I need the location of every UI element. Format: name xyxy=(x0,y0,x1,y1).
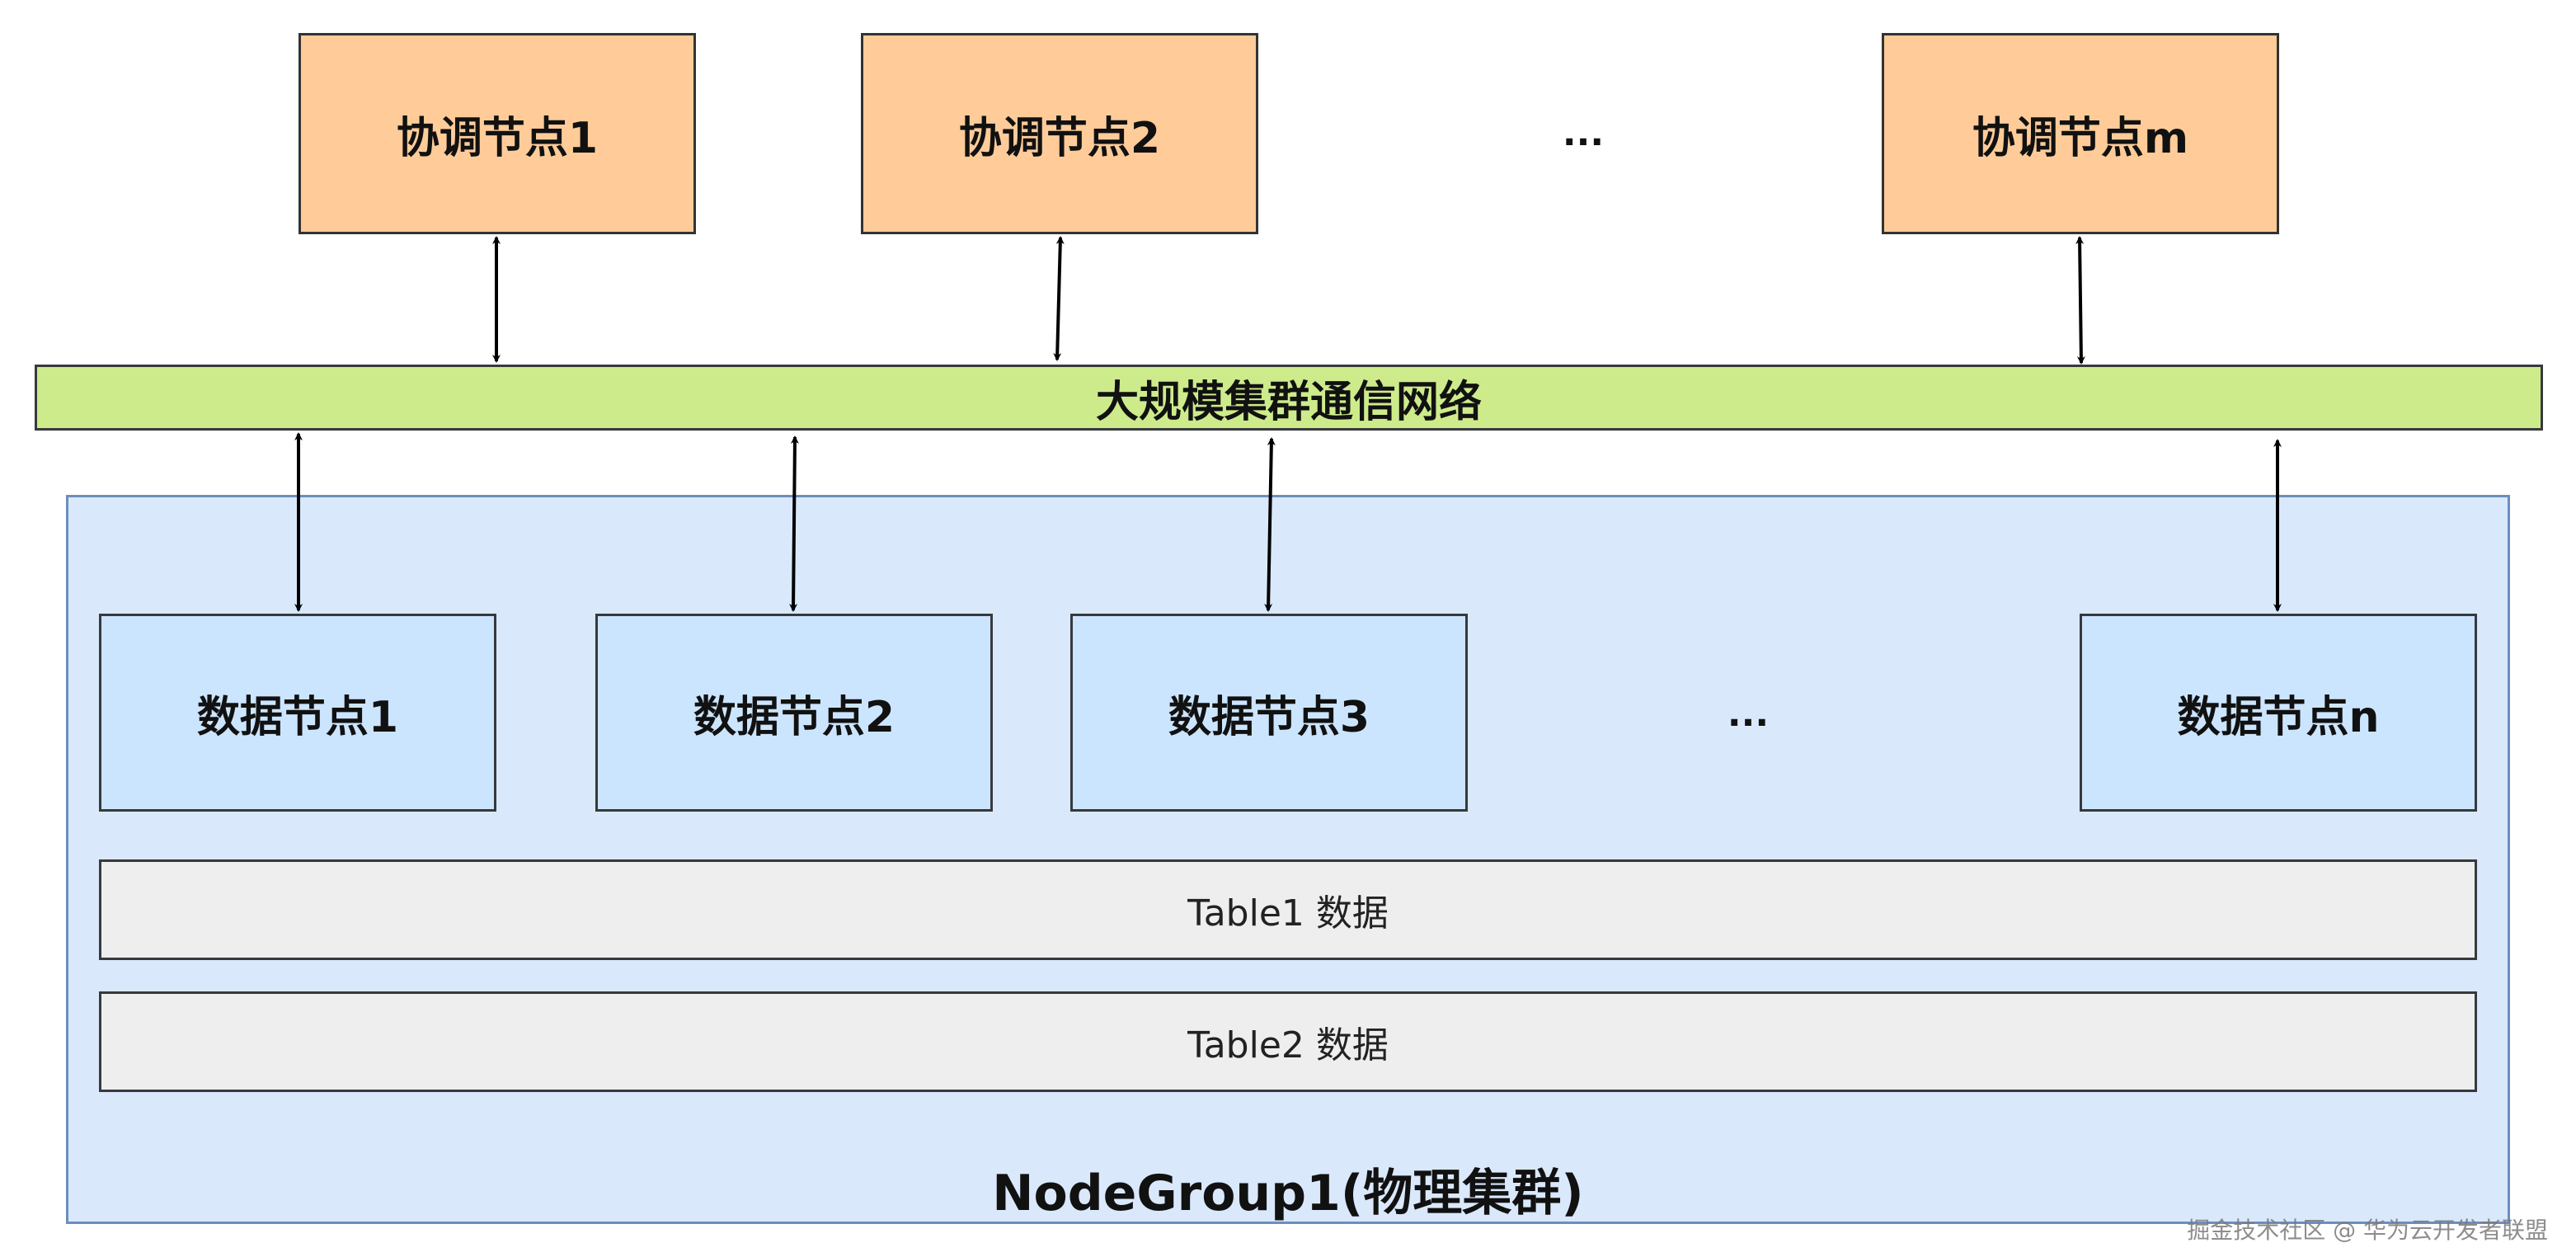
coordinator-node-label: 协调节点1 xyxy=(396,113,599,163)
data-node-3[interactable]: 数据节点3 xyxy=(1070,614,1468,812)
arrow-coordm-network xyxy=(2075,236,2085,365)
data-node-label: 数据节点1 xyxy=(196,692,399,742)
coordinator-node-1[interactable]: 协调节点1 xyxy=(298,33,696,234)
coordinator-node-label: 协调节点m xyxy=(1972,113,2189,163)
coordinator-node-m[interactable]: 协调节点m xyxy=(1882,33,2279,234)
data-node-label: 数据节点n xyxy=(2177,692,2380,742)
table1-label: Table1 数据 xyxy=(1187,892,1389,935)
table2-label: Table2 数据 xyxy=(1187,1024,1389,1066)
data-node-label: 数据节点3 xyxy=(1168,692,1370,742)
arrow-network-data2 xyxy=(789,435,799,612)
table1-bar[interactable]: Table1 数据 xyxy=(99,859,2477,960)
data-node-n[interactable]: 数据节点n xyxy=(2080,614,2477,812)
cluster-network-label: 大规模集群通信网络 xyxy=(1095,377,1482,427)
coordinator-ellipsis: ... xyxy=(1562,112,1605,154)
watermark-text: 掘金技术社区 @ 华为云开发者联盟 xyxy=(2187,1217,2548,1244)
coordinator-node-2[interactable]: 协调节点2 xyxy=(861,33,1258,234)
data-node-ellipsis: ... xyxy=(1727,693,1770,735)
arrow-network-data3 xyxy=(1264,437,1276,612)
cluster-network-bar[interactable]: 大规模集群通信网络 xyxy=(35,365,2543,431)
node-group-label: NodeGroup1(物理集群) xyxy=(992,1165,1584,1222)
data-node-label: 数据节点2 xyxy=(693,692,895,742)
table2-bar[interactable]: Table2 数据 xyxy=(99,991,2477,1092)
coordinator-node-label: 协调节点2 xyxy=(958,113,1161,163)
arrow-coord2-network xyxy=(1053,236,1065,361)
data-node-1[interactable]: 数据节点1 xyxy=(99,614,496,812)
data-node-2[interactable]: 数据节点2 xyxy=(595,614,993,812)
